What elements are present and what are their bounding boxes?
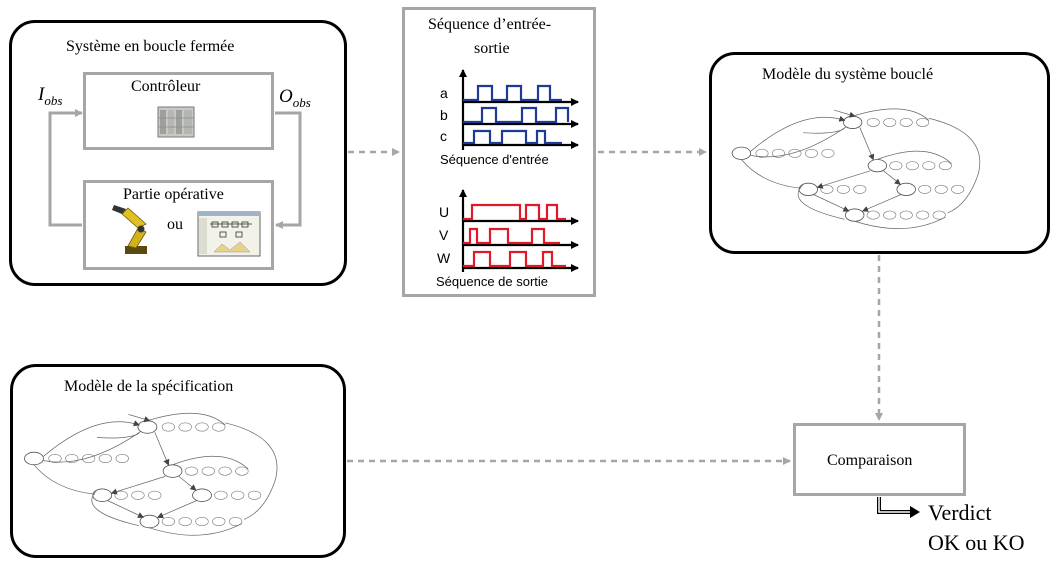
input-signal-c-trace (463, 129, 562, 145)
output-signal-w: W (437, 250, 451, 266)
input-signal-a-trace (463, 84, 562, 102)
verdict-arrow (877, 497, 920, 518)
i-obs-sub: obs (44, 92, 63, 108)
verdict-line-2: OK ou KO (928, 530, 1025, 555)
spec-model-automaton (25, 413, 277, 535)
output-feedback-arrow (275, 111, 302, 229)
robot-arm-icon (112, 205, 147, 254)
output-signal-v-trace (463, 227, 560, 245)
output-signal-w-trace (463, 250, 566, 268)
output-signal-u: U (439, 204, 450, 220)
comparison-label: Comparaison (827, 452, 913, 469)
output-signal-u-trace (463, 203, 566, 221)
io-sequence-title-1: Séquence d’entrée- (428, 16, 552, 33)
input-signal-b-trace (463, 106, 570, 124)
spec-model-box (10, 364, 346, 558)
plant-label: Partie opérative (123, 186, 224, 203)
closed-model-title: Modèle du système bouclé (762, 66, 934, 83)
or-label: ou (167, 216, 183, 233)
output-sequence-plot (459, 189, 579, 272)
plc-icon (157, 106, 195, 138)
o-obs-label: Oobs (279, 86, 311, 111)
closed-loop-title: Système en boucle fermée (66, 38, 235, 55)
input-feedback-arrow (48, 109, 83, 227)
input-signal-a: a (440, 85, 448, 101)
simulation-screen-icon (197, 211, 261, 257)
i-obs-label: Iobs (38, 84, 62, 109)
verdict-line-1: Verdict (928, 500, 992, 525)
closed-model-automaton (732, 109, 980, 229)
output-signal-v: V (439, 227, 449, 243)
o-obs-sub: obs (292, 94, 311, 110)
i-obs-main: I (38, 84, 45, 105)
comparison-box (793, 423, 966, 496)
input-signal-c: c (440, 128, 447, 144)
input-caption: Séquence d'entrée (440, 152, 549, 167)
input-sequence-plot (459, 69, 579, 150)
controller-label: Contrôleur (131, 78, 201, 95)
spec-model-title: Modèle de la spécification (64, 378, 234, 395)
io-sequence-title-2: sortie (474, 40, 510, 57)
output-caption: Séquence de sortie (436, 274, 549, 289)
io-sequence-box (402, 7, 596, 297)
input-signal-b: b (440, 107, 448, 123)
o-obs-main: O (279, 86, 293, 107)
